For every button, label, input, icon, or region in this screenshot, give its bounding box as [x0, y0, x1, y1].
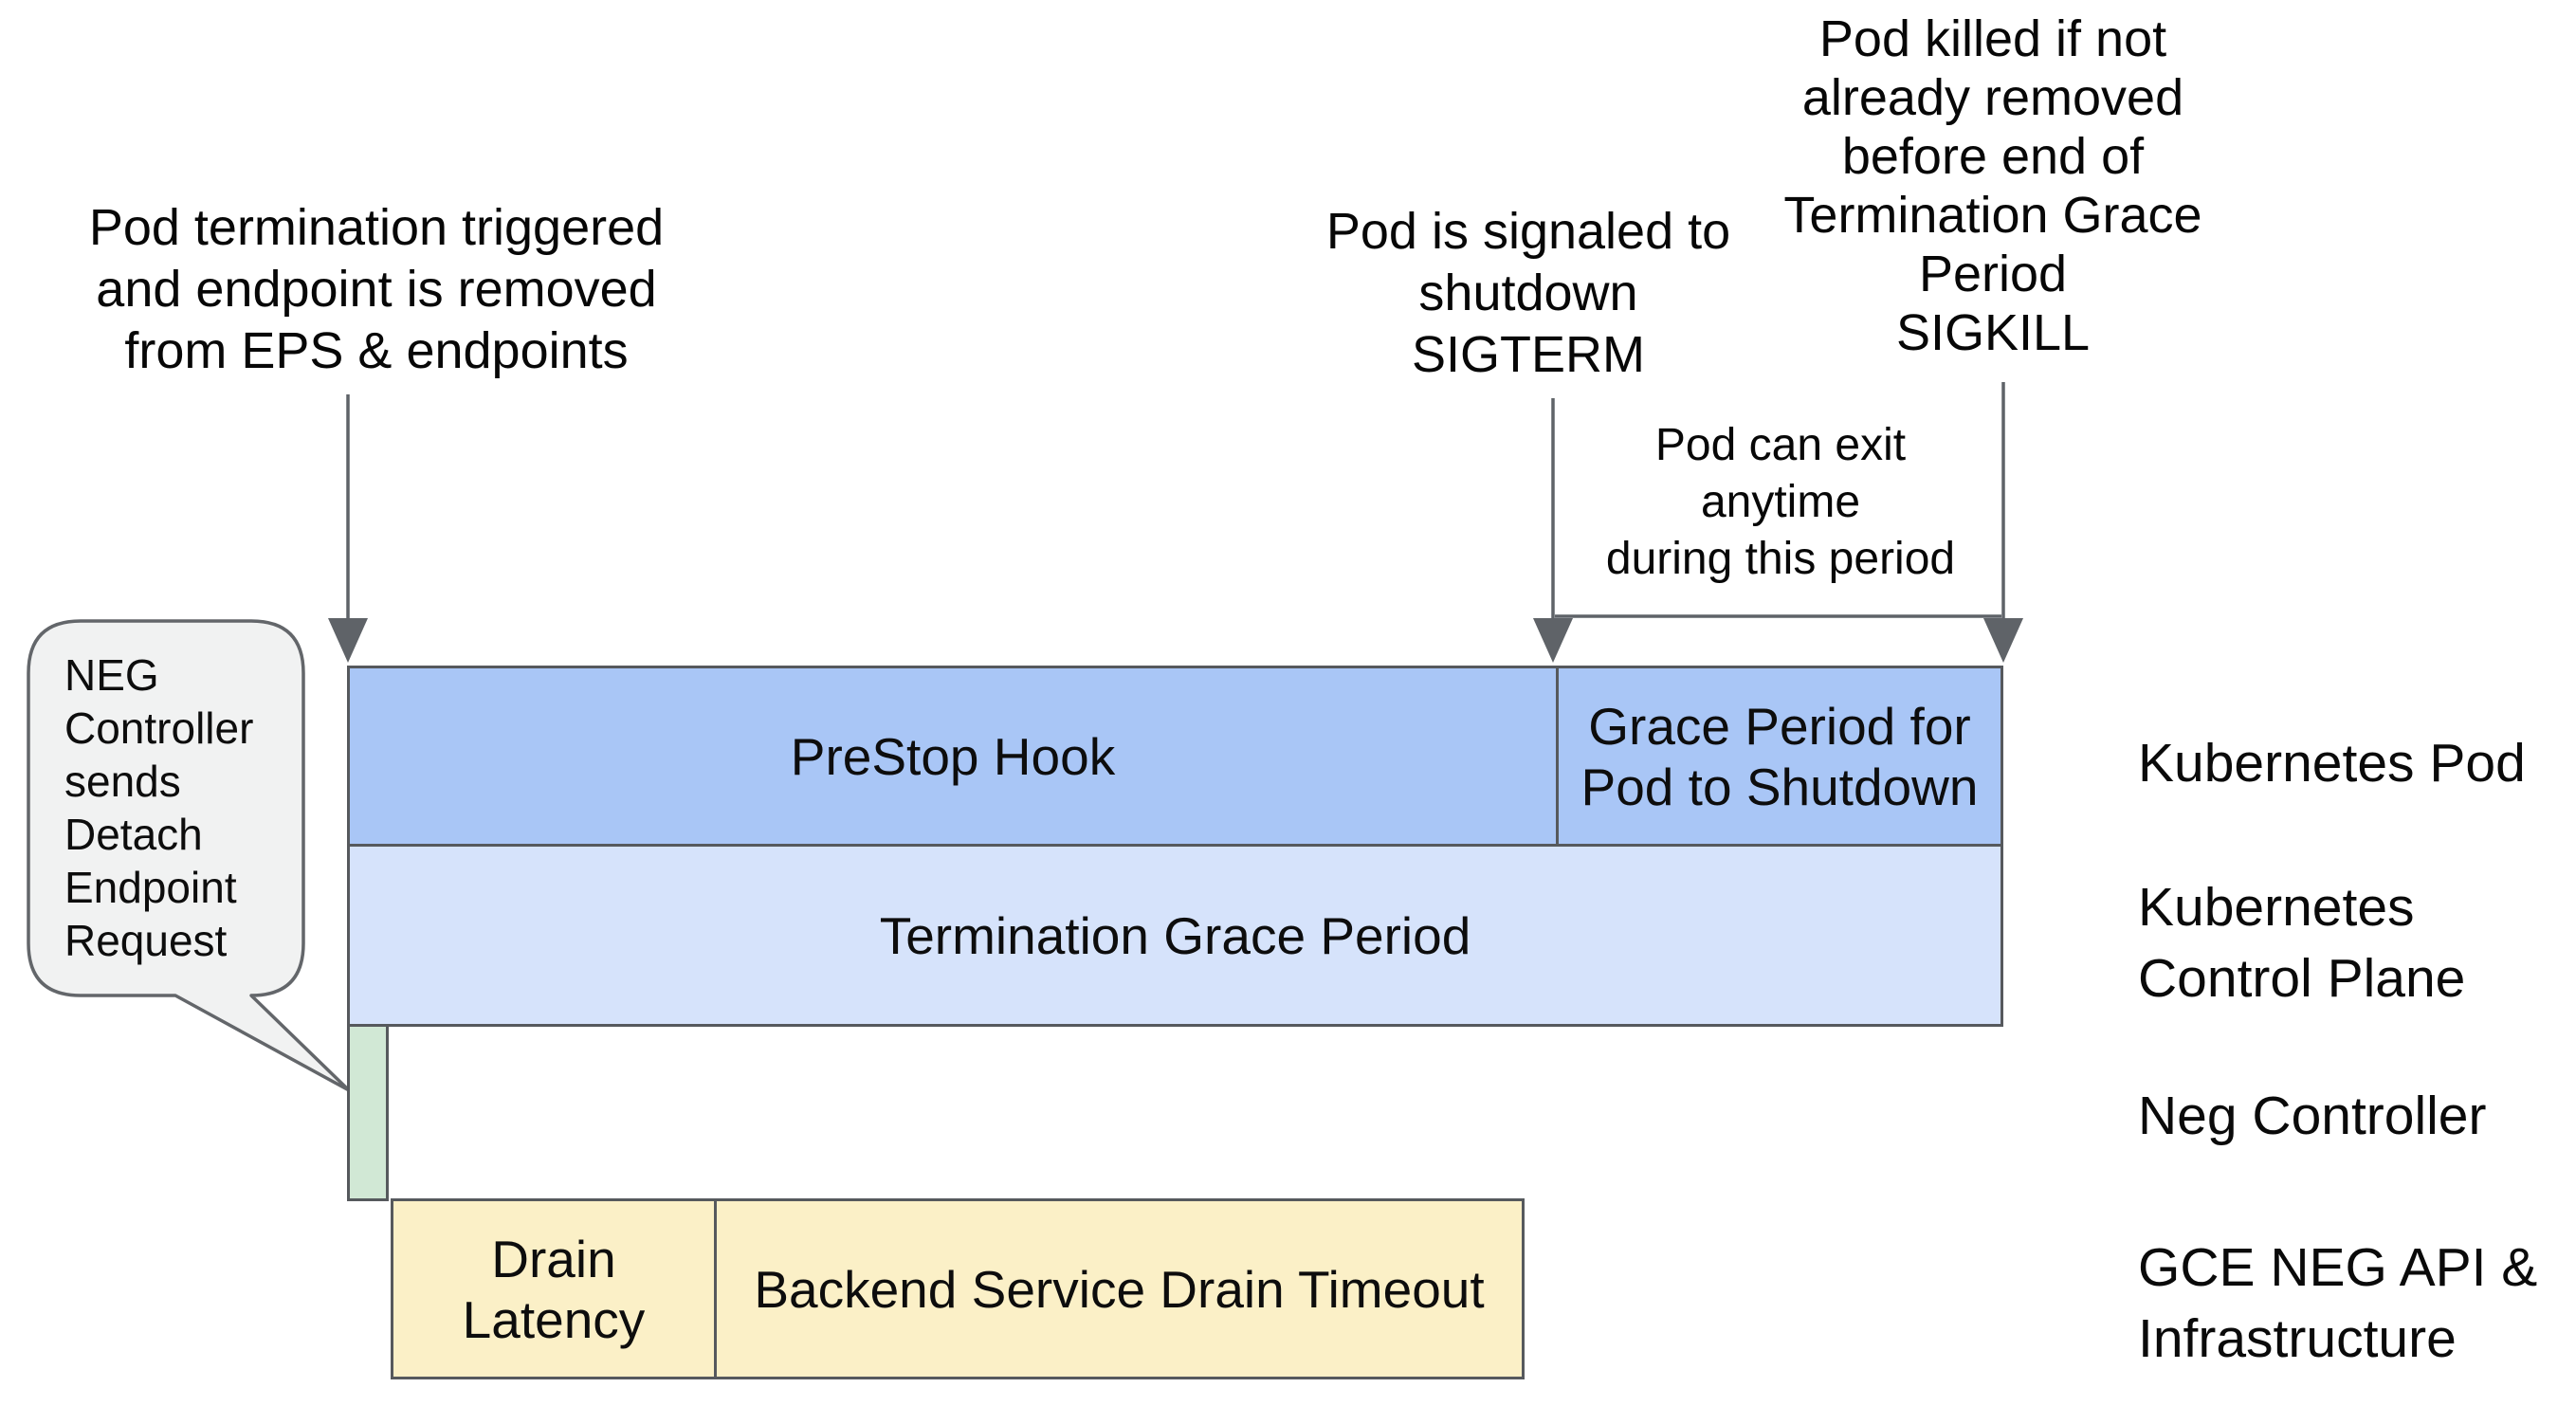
grace-period-segment: Grace Period for Pod to Shutdown: [1556, 668, 2001, 844]
annotation-sigkill: Pod killed if not already removed before…: [1783, 10, 2202, 361]
pod-termination-arrowhead-icon: [328, 618, 368, 663]
lane-label-control-plane: Kubernetes Control Plane: [2138, 877, 2466, 1009]
termination-grace-period-bar: Termination Grace Period: [347, 844, 2003, 1027]
kubernetes-pod-bar: PreStop Hook Grace Period for Pod to Shu…: [347, 666, 2003, 847]
neg-controller-bar: [347, 1024, 389, 1201]
annotation-sigterm: Pod is signaled to shutdown SIGTERM: [1325, 203, 1731, 383]
sigkill-arrowhead-icon: [1983, 618, 2023, 663]
annotation-pod-exit-period: Pod can exit anytime during this period: [1605, 420, 1956, 584]
lane-label-gce-neg: GCE NEG API & Infrastructure: [2138, 1237, 2538, 1369]
sigterm-arrowhead-icon: [1533, 618, 1573, 663]
annotation-pod-termination: Pod termination triggered and endpoint i…: [88, 199, 665, 379]
prestop-hook-segment: PreStop Hook: [790, 726, 1116, 786]
gce-neg-bar: Drain Latency Backend Service Drain Time…: [391, 1198, 1525, 1379]
drain-latency-segment: Drain Latency: [462, 1229, 646, 1349]
termination-grace-period-segment: Termination Grace Period: [879, 905, 1471, 965]
backend-drain-timeout-segment: Backend Service Drain Timeout: [714, 1201, 1522, 1377]
speech-bubble-text: NEG Controller sends Detach Endpoint Req…: [64, 650, 254, 965]
lane-label-kubernetes-pod: Kubernetes Pod: [2138, 733, 2526, 794]
lane-label-neg-controller: Neg Controller: [2138, 1086, 2487, 1146]
